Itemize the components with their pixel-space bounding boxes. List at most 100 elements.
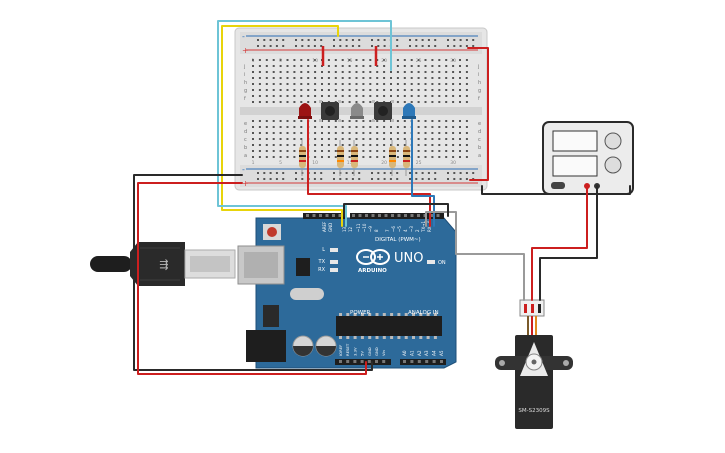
breadboard-hole[interactable] <box>403 101 406 103</box>
breadboard-hole[interactable] <box>376 83 379 85</box>
breadboard-hole[interactable] <box>334 59 337 61</box>
header-pin[interactable] <box>371 214 375 217</box>
breadboard-hole[interactable] <box>293 120 296 122</box>
breadboard-hole[interactable] <box>327 95 330 97</box>
breadboard-hole[interactable] <box>295 45 297 47</box>
breadboard-hole[interactable] <box>358 39 361 41</box>
breadboard-hole[interactable] <box>334 126 337 128</box>
breadboard-hole[interactable] <box>447 178 449 180</box>
breadboard-hole[interactable] <box>390 144 392 146</box>
breadboard-hole[interactable] <box>376 132 379 134</box>
breadboard-hole[interactable] <box>355 59 358 61</box>
breadboard-hole[interactable] <box>369 132 372 134</box>
breadboard-hole[interactable] <box>307 45 310 47</box>
breadboard-hole[interactable] <box>383 156 386 158</box>
header-pin[interactable] <box>403 360 406 363</box>
breadboard-hole[interactable] <box>327 83 330 85</box>
breadboard-hole[interactable] <box>355 120 358 122</box>
breadboard-hole[interactable] <box>465 77 468 79</box>
breadboard-hole[interactable] <box>301 39 304 41</box>
breadboard-hole[interactable] <box>300 126 303 128</box>
header-pin[interactable] <box>397 214 401 217</box>
header-pin[interactable] <box>391 214 394 217</box>
breadboard-hole[interactable] <box>348 59 351 61</box>
breadboard-hole[interactable] <box>362 95 365 97</box>
breadboard-hole[interactable] <box>438 89 441 91</box>
breadboard-hole[interactable] <box>431 59 434 61</box>
breadboard-hole[interactable] <box>355 132 358 134</box>
breadboard-hole[interactable] <box>320 172 323 174</box>
breadboard-hole[interactable] <box>431 144 434 146</box>
breadboard-hole[interactable] <box>320 39 323 41</box>
breadboard-hole[interactable] <box>300 95 303 97</box>
breadboard-hole[interactable] <box>410 95 413 97</box>
breadboard-hole[interactable] <box>396 178 399 180</box>
breadboard-hole[interactable] <box>272 144 275 146</box>
breadboard-hole[interactable] <box>348 101 351 103</box>
breadboard-hole[interactable] <box>445 132 448 134</box>
breadboard-hole[interactable] <box>293 138 296 140</box>
breadboard-hole[interactable] <box>263 39 266 41</box>
breadboard-hole[interactable] <box>258 144 261 146</box>
breadboard-hole[interactable] <box>258 77 261 79</box>
breadboard-hole[interactable] <box>438 77 441 79</box>
breadboard-hole[interactable] <box>307 77 310 79</box>
breadboard-hole[interactable] <box>327 89 330 91</box>
breadboard-hole[interactable] <box>383 132 386 134</box>
breadboard-hole[interactable] <box>431 156 434 158</box>
breadboard-hole[interactable] <box>424 71 427 73</box>
breadboard-hole[interactable] <box>362 144 365 146</box>
breadboard-hole[interactable] <box>272 126 275 128</box>
breadboard-hole[interactable] <box>383 150 386 152</box>
breadboard-hole[interactable] <box>421 39 424 41</box>
breadboard-hole[interactable] <box>293 126 296 128</box>
breadboard-hole[interactable] <box>341 95 344 97</box>
breadboard-hole[interactable] <box>313 39 316 41</box>
breadboard-hole[interactable] <box>341 101 344 103</box>
breadboard-hole[interactable] <box>438 126 441 128</box>
breadboard-hole[interactable] <box>465 71 468 73</box>
breadboard-hole[interactable] <box>459 178 462 180</box>
header-pin[interactable] <box>417 360 421 363</box>
breadboard-hole[interactable] <box>252 71 254 73</box>
breadboard-hole[interactable] <box>390 95 392 97</box>
breadboard-hole[interactable] <box>258 71 261 73</box>
breadboard-hole[interactable] <box>417 83 420 85</box>
header-pin[interactable] <box>375 360 378 363</box>
breadboard-hole[interactable] <box>383 138 386 140</box>
breadboard-hole[interactable] <box>459 138 461 140</box>
breadboard-hole[interactable] <box>358 45 361 47</box>
breadboard-hole[interactable] <box>459 150 461 152</box>
breadboard-hole[interactable] <box>320 45 323 47</box>
breadboard-hole[interactable] <box>286 144 289 146</box>
breadboard-hole[interactable] <box>376 95 379 97</box>
breadboard-hole[interactable] <box>452 138 455 140</box>
breadboard-hole[interactable] <box>334 132 337 134</box>
breadboard-hole[interactable] <box>431 126 434 128</box>
breadboard-hole[interactable] <box>300 138 303 140</box>
breadboard-hole[interactable] <box>376 126 379 128</box>
breadboard-hole[interactable] <box>327 156 330 158</box>
breadboard-hole[interactable] <box>265 144 268 146</box>
breadboard-hole[interactable] <box>334 71 337 73</box>
resistor[interactable] <box>299 140 306 176</box>
breadboard-hole[interactable] <box>334 144 337 146</box>
header-pin[interactable] <box>436 214 440 217</box>
breadboard-hole[interactable] <box>263 178 266 180</box>
breadboard-hole[interactable] <box>307 59 310 61</box>
breadboard-hole[interactable] <box>286 132 289 134</box>
breadboard-hole[interactable] <box>314 77 317 79</box>
breadboard-hole[interactable] <box>396 101 399 103</box>
breadboard-hole[interactable] <box>383 120 386 122</box>
breadboard-hole[interactable] <box>465 45 468 47</box>
breadboard-hole[interactable] <box>358 178 361 180</box>
breadboard-hole[interactable] <box>465 156 468 158</box>
breadboard-hole[interactable] <box>327 144 330 146</box>
breadboard-hole[interactable] <box>275 45 278 47</box>
breadboard-hole[interactable] <box>279 83 282 85</box>
breadboard-hole[interactable] <box>272 150 275 152</box>
dc-power-supply[interactable] <box>542 121 634 195</box>
breadboard-hole[interactable] <box>362 138 365 140</box>
breadboard-hole[interactable] <box>369 150 372 152</box>
breadboard-hole[interactable] <box>282 45 285 47</box>
